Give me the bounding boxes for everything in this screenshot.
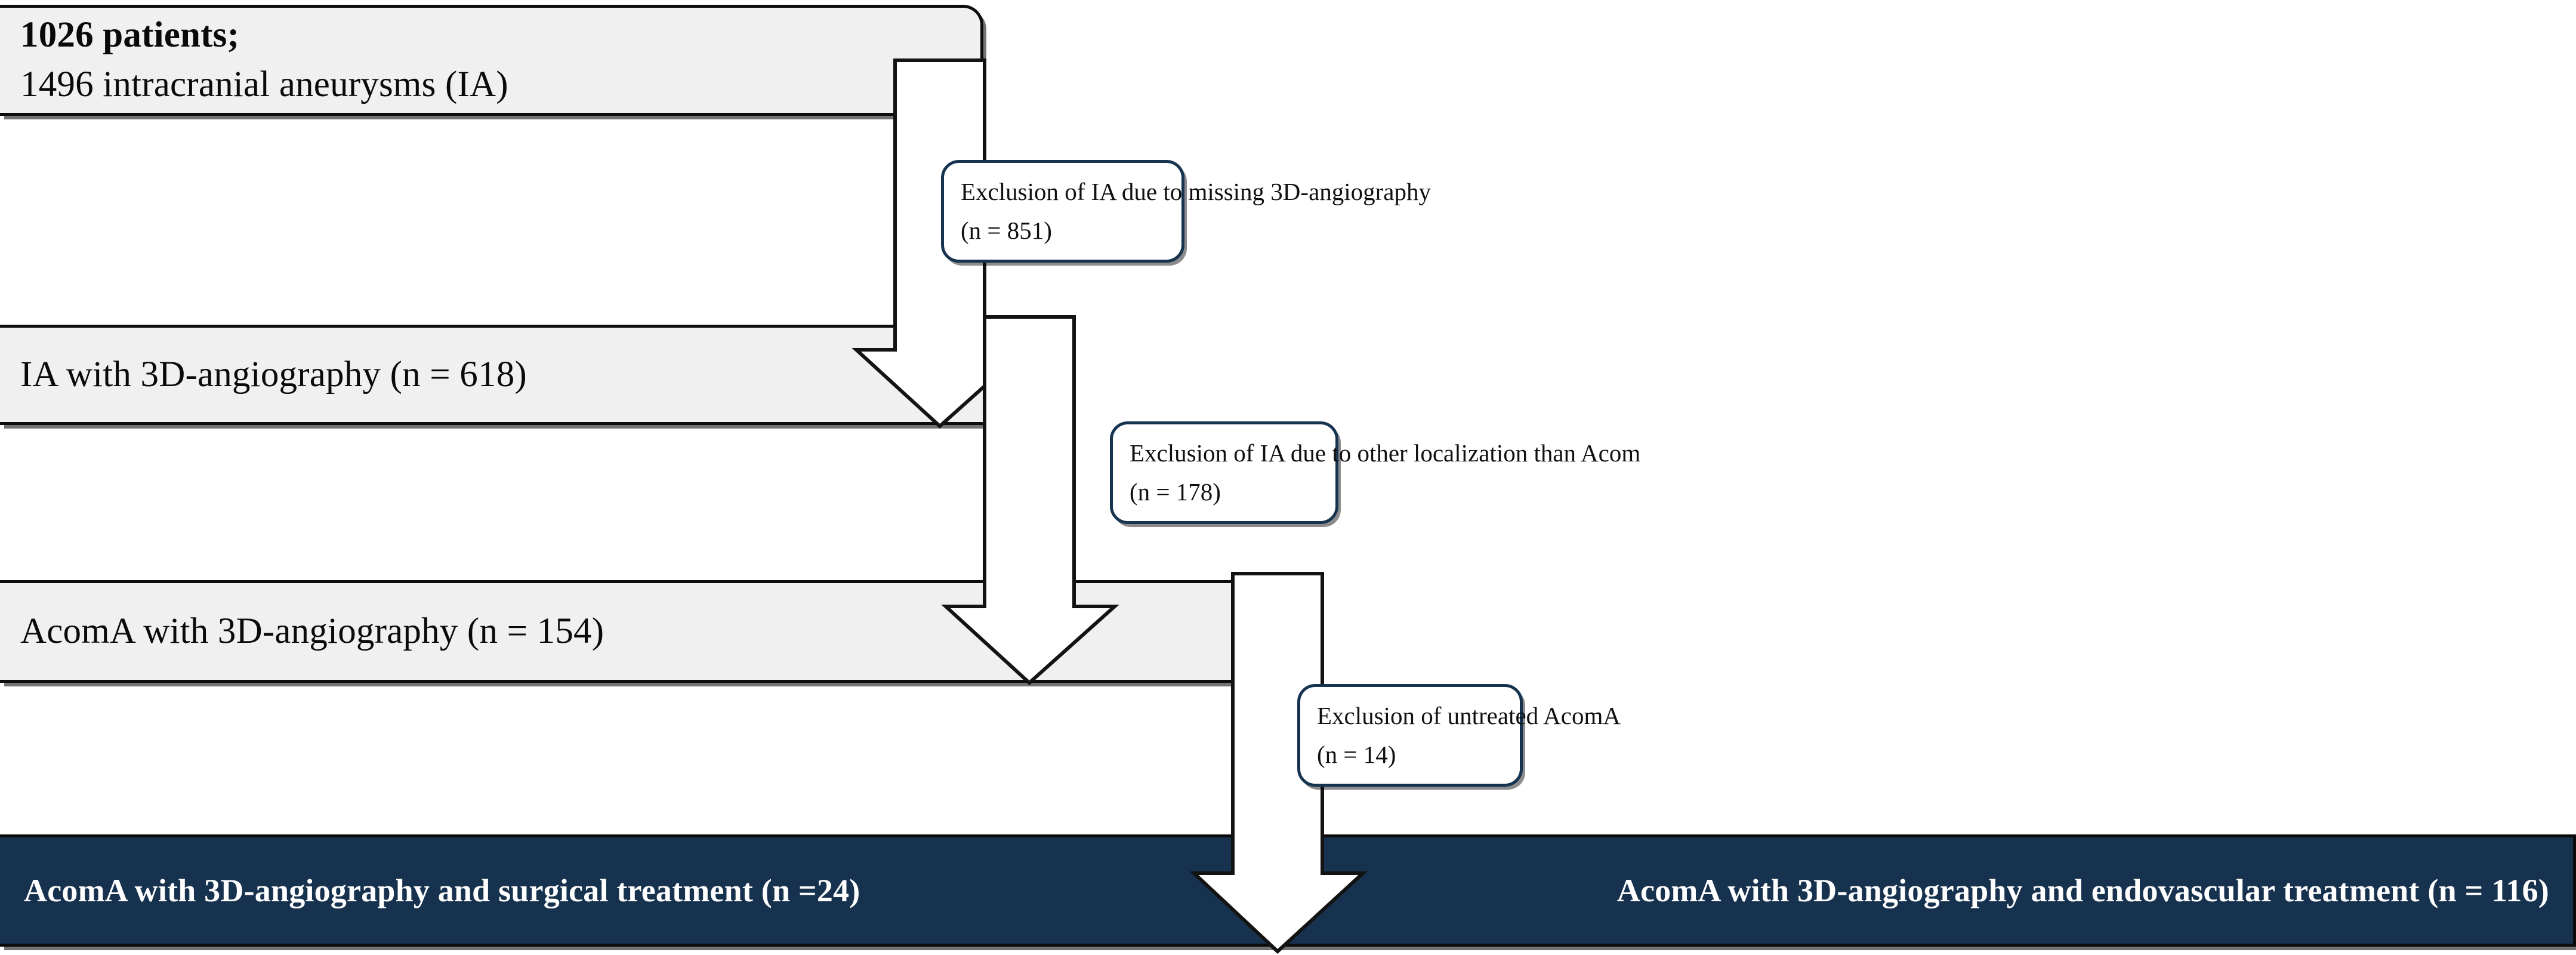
exclusion-3-count: (n = 14) [1317,741,1396,768]
stage-box-cohort: 1026 patients; 1496 intracranial aneurys… [0,5,983,116]
arrow-acoma-to-results [1189,572,1368,954]
arrow-ia-to-acoma [941,315,1119,686]
exclusion-2-reason: Exclusion of IA due to other localizatio… [1130,439,1641,467]
stage-box-acoma-3d-text: AcomA with 3D-angiography (n = 154) [0,607,604,657]
stage-box-cohort-text: 1026 patients; 1496 intracranial aneurys… [0,11,508,110]
exclusion-box-missing-3d-angiography: Exclusion of IA due to missing 3D-angiog… [941,160,1432,263]
cohort-line-1: 1026 patients; [20,15,240,56]
exclusion-3-reason: Exclusion of untreated AcomA [1317,702,1621,730]
result-label-surgical: AcomA with 3D-angiography and surgical t… [24,873,860,908]
acoma-3d-label: AcomA with 3D-angiography (n = 154) [20,611,604,651]
exclusion-1-reason: Exclusion of IA due to missing 3D-angiog… [961,178,1432,206]
exclusion-1-count: (n = 851) [961,217,1052,244]
cohort-line-2: 1496 intracranial aneurysms (IA) [20,64,508,104]
exclusion-box-other-localization: Exclusion of IA due to other localizatio… [1110,421,1641,524]
result-label-endovascular: AcomA with 3D-angiography and endovascul… [1616,873,2549,908]
stage-box-ia-3d-text: IA with 3D-angiography (n = 618) [0,350,527,400]
exclusion-box-untreated-acoma: Exclusion of untreated AcomA (n = 14) [1297,684,1621,787]
ia-3d-label: IA with 3D-angiography (n = 618) [20,354,527,395]
exclusion-2-count: (n = 178) [1130,478,1221,506]
